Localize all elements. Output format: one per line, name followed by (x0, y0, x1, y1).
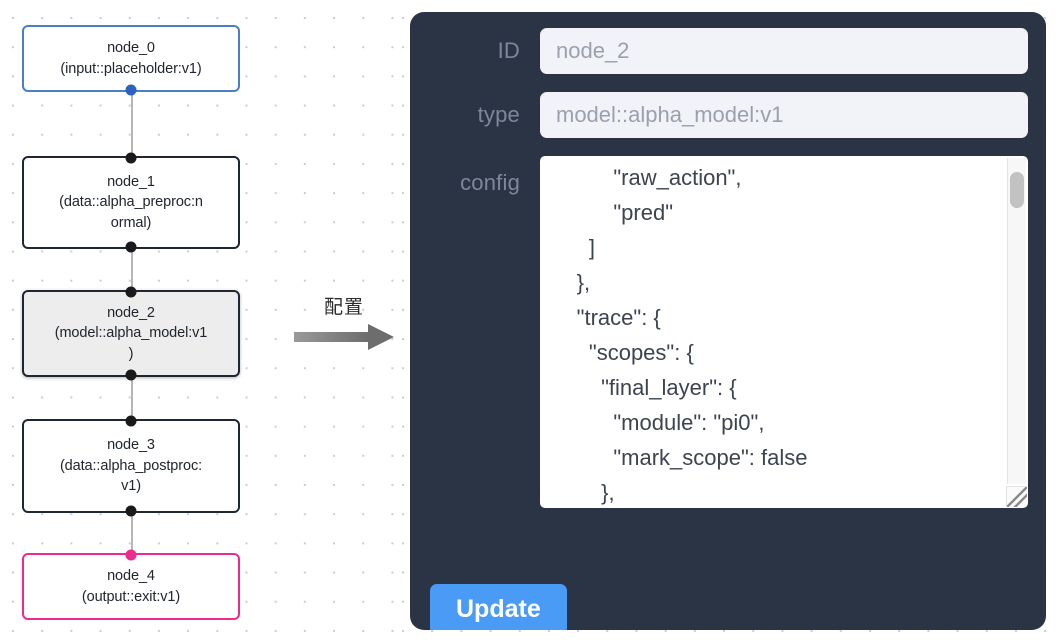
node-type-label: (data::alpha_postproc: (59, 457, 203, 474)
node-port-top-icon[interactable] (125, 415, 137, 427)
resize-handle-icon[interactable] (1006, 486, 1027, 507)
node-port-bottom-icon[interactable] (125, 369, 137, 381)
node-port-bottom-icon[interactable] (125, 505, 137, 517)
id-field-label: ID (497, 38, 520, 63)
field-row-id: ID (428, 28, 1028, 74)
id-input[interactable] (540, 28, 1028, 74)
node-id-label: node_3 (107, 437, 155, 454)
node-type-label-cont: ) (128, 345, 134, 362)
node-port-top-icon[interactable] (125, 286, 137, 298)
config-field-label: config (460, 170, 520, 195)
arrow-head (368, 324, 394, 350)
node-port-bottom-icon[interactable] (125, 241, 137, 253)
graph-node-node_3[interactable]: node_3 (data::alpha_postproc: v1) (22, 415, 240, 517)
node-port-top-icon[interactable] (125, 549, 137, 561)
update-button[interactable]: Update (430, 584, 567, 630)
graph-node-node_1[interactable]: node_1 (data::alpha_preproc:n ormal) (22, 152, 240, 253)
edge-node3-node4 (131, 513, 133, 553)
node-port-top-icon[interactable] (125, 152, 137, 164)
node-id-label: node_0 (107, 39, 155, 56)
arrow-right-icon (294, 324, 394, 350)
node-type-label: (model::alpha_model:v1 (54, 325, 208, 342)
edge-node2-node3 (131, 377, 133, 419)
field-row-type: type (428, 92, 1028, 138)
graph-node-node_4[interactable]: node_4 (output::exit:v1) (22, 549, 240, 620)
config-scrollbar-thumb[interactable] (1010, 172, 1024, 208)
arrow-shaft (294, 332, 368, 342)
field-row-config: config "raw_action", "pred" ] }, "trace"… (428, 156, 1028, 508)
node-properties-panel: ID type config "raw_action", "pred" ] },… (410, 12, 1046, 630)
edge-node0-node1 (131, 92, 133, 156)
node-type-label: (output::exit:v1) (81, 588, 181, 605)
config-textarea[interactable]: "raw_action", "pred" ] }, "trace": { "sc… (540, 156, 1028, 508)
node-id-label: node_4 (107, 567, 155, 584)
graph-canvas[interactable]: node_0 (input::placeholder:v1) node_1 (d… (0, 0, 410, 643)
node-type-label: (data::alpha_preproc:n (59, 194, 203, 211)
node-type-label: (input::placeholder:v1) (60, 60, 202, 77)
transition-label: 配置 (323, 296, 364, 318)
config-scrollbar[interactable] (1007, 158, 1026, 484)
node-type-label-cont: ormal) (110, 214, 152, 231)
node-id-label: node_1 (107, 173, 155, 190)
node-id-label: node_2 (107, 304, 155, 321)
type-field-label: type (477, 102, 520, 127)
transition-annotation: 配置 (288, 298, 400, 350)
node-port-bottom-icon[interactable] (125, 84, 137, 96)
graph-node-node_0[interactable]: node_0 (input::placeholder:v1) (22, 25, 240, 96)
graph-node-node_2[interactable]: node_2 (model::alpha_model:v1 ) (22, 286, 240, 381)
config-textarea-text[interactable]: "raw_action", "pred" ] }, "trace": { "sc… (576, 165, 808, 505)
edge-node1-node2 (131, 249, 133, 290)
node-type-label-cont: v1) (121, 478, 141, 495)
type-input[interactable] (540, 92, 1028, 138)
